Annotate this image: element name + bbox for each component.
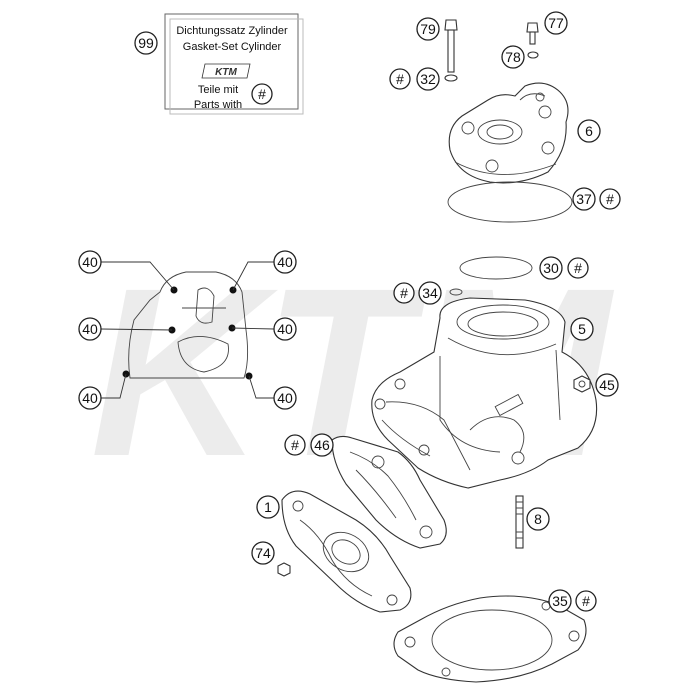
callout-40-top-left: 40	[78, 250, 102, 274]
callout-34: 34	[418, 281, 442, 305]
svg-text:40: 40	[277, 390, 293, 406]
callout-40-top-right: 40	[273, 250, 297, 274]
callout-30-hash: #	[567, 257, 589, 279]
svg-text:40: 40	[82, 321, 98, 337]
svg-text:#: #	[606, 191, 614, 207]
gasket-box-hash-callout: #	[251, 83, 273, 105]
svg-text:1: 1	[264, 499, 272, 515]
callout-5: 5	[570, 317, 594, 341]
cylinder-head	[448, 82, 569, 184]
callout-35-hash: #	[575, 590, 597, 612]
svg-text:30: 30	[543, 260, 559, 276]
svg-text:37: 37	[576, 191, 592, 207]
callout-8: 8	[526, 507, 550, 531]
svg-text:34: 34	[422, 285, 438, 301]
cylinder	[371, 297, 598, 489]
callout-35: 35	[548, 589, 572, 613]
svg-text:5: 5	[578, 321, 586, 337]
callout-37: 37	[572, 187, 596, 211]
svg-text:#: #	[582, 593, 590, 609]
callout-79: 79	[416, 17, 440, 41]
callout-40-mid-right: 40	[273, 317, 297, 341]
svg-text:99: 99	[138, 35, 154, 51]
svg-text:6: 6	[585, 123, 593, 139]
svg-text:#: #	[574, 260, 582, 276]
svg-text:40: 40	[82, 254, 98, 270]
stud-8	[515, 495, 524, 549]
o-ring-37	[447, 181, 573, 223]
callout-74: 74	[251, 541, 275, 565]
callout-77: 77	[544, 11, 568, 35]
callout-46-hash: #	[284, 434, 306, 456]
callout-6: 6	[577, 119, 601, 143]
svg-text:#: #	[396, 71, 404, 87]
svg-text:#: #	[258, 86, 266, 102]
gasket-box-line2: Gasket-Set Cylinder	[183, 41, 282, 53]
exhaust-flange	[281, 490, 412, 613]
svg-text:8: 8	[534, 511, 542, 527]
o-ring-34	[449, 288, 463, 296]
svg-text:74: 74	[255, 545, 271, 561]
svg-text:35: 35	[552, 593, 568, 609]
callout-1: 1	[256, 495, 280, 519]
svg-text:77: 77	[548, 15, 564, 31]
svg-text:KTM: KTM	[215, 67, 237, 78]
callout-40-mid-left: 40	[78, 317, 102, 341]
base-gasket-35	[393, 595, 587, 683]
svg-text:45: 45	[599, 377, 615, 393]
bolt-77	[526, 22, 539, 59]
svg-text:78: 78	[505, 49, 521, 65]
svg-text:40: 40	[277, 254, 293, 270]
bolt-79	[444, 19, 458, 82]
callout-46: 46	[310, 433, 334, 457]
callout-45: 45	[595, 373, 619, 397]
callout-32: 32	[416, 67, 440, 91]
nut-45	[573, 375, 591, 393]
o-ring-30	[459, 256, 533, 280]
gasket-box-line3: Teile mit	[198, 84, 238, 96]
callout-40-bottom-left: 40	[78, 386, 102, 410]
svg-text:40: 40	[277, 321, 293, 337]
gasket-set-box: Dichtungssatz Zylinder Gasket-Set Cylind…	[164, 13, 304, 115]
callout-32-hash: #	[389, 68, 411, 90]
callout-78: 78	[501, 45, 525, 69]
gasket-box-line1: Dichtungssatz Zylinder	[176, 25, 288, 37]
callout-40-bottom-right: 40	[273, 386, 297, 410]
svg-text:40: 40	[82, 390, 98, 406]
svg-text:32: 32	[420, 71, 436, 87]
callout-37-hash: #	[599, 188, 621, 210]
leader-lines	[100, 261, 275, 399]
gasket-box-line4: Parts with	[194, 99, 242, 111]
gasket-46	[331, 435, 447, 549]
callout-34-hash: #	[393, 282, 415, 304]
nut-74	[277, 562, 291, 577]
svg-text:#: #	[400, 285, 408, 301]
callout-99: 99	[134, 31, 158, 55]
svg-text:79: 79	[420, 21, 436, 37]
callout-30: 30	[539, 256, 563, 280]
svg-text:46: 46	[314, 437, 330, 453]
svg-text:#: #	[291, 437, 299, 453]
ktm-logo: KTM	[201, 63, 251, 79]
